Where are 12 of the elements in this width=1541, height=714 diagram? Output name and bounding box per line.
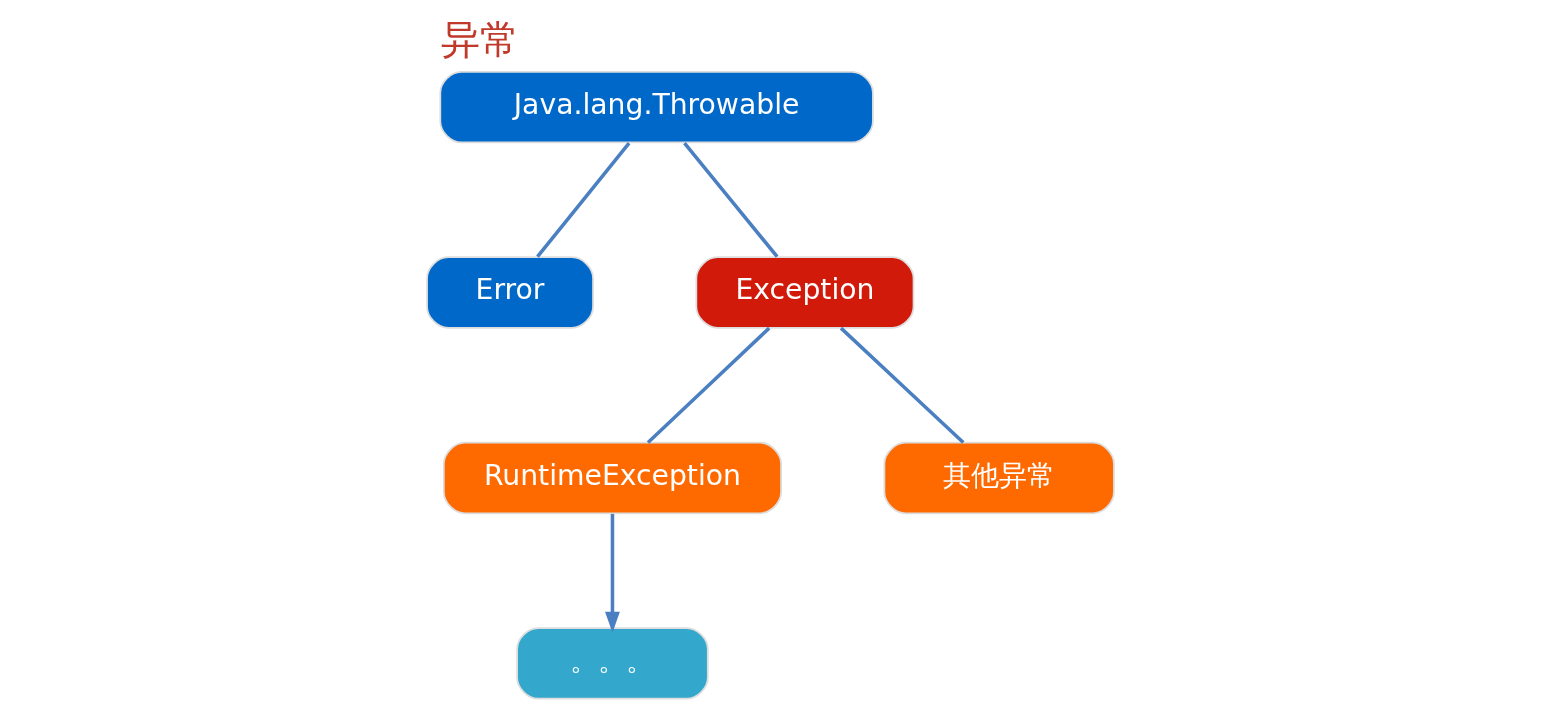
node-box: Exception bbox=[695, 256, 915, 329]
node-box: RuntimeException bbox=[442, 441, 782, 515]
connector bbox=[683, 142, 779, 258]
node-box: Error bbox=[426, 256, 594, 329]
node-box: 其他异常 bbox=[883, 441, 1115, 515]
connector bbox=[646, 326, 771, 444]
arrow bbox=[605, 513, 620, 633]
node-box: 。。。 bbox=[516, 627, 709, 700]
connector bbox=[536, 142, 631, 258]
node-box: Java.lang.Throwable bbox=[439, 70, 874, 144]
connector bbox=[839, 326, 965, 444]
diagram-title: 异常 bbox=[441, 17, 520, 63]
